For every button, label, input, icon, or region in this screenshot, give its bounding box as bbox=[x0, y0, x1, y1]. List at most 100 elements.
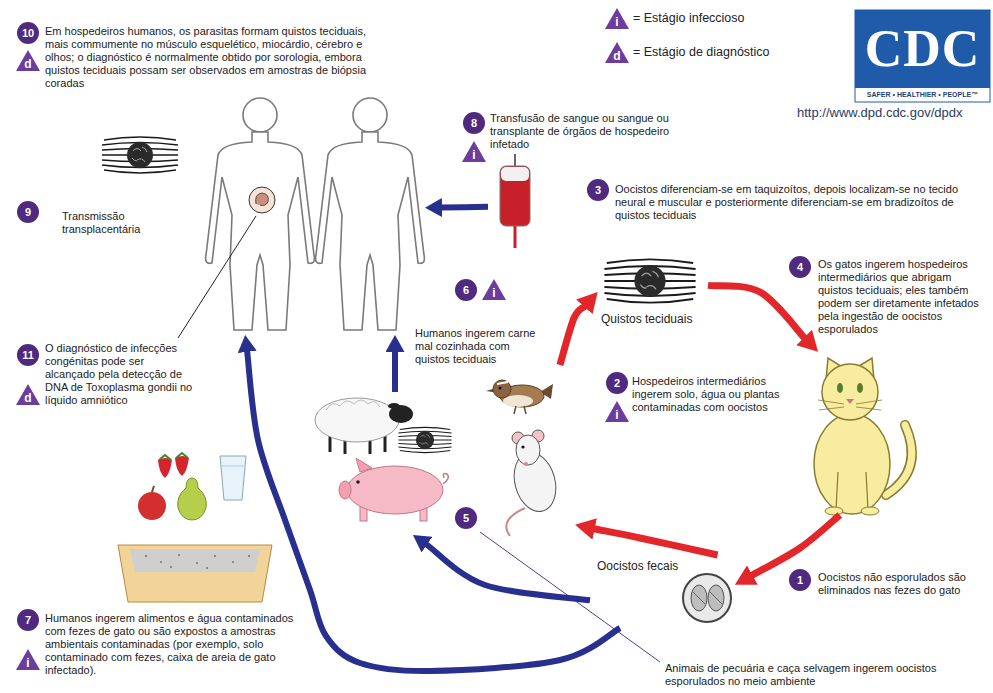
cat bbox=[814, 414, 890, 514]
cdc-logo bbox=[855, 10, 990, 102]
tissue-cyst bbox=[102, 137, 696, 453]
stage-marker: d bbox=[605, 42, 629, 63]
oocyst-group: Oocistos fecais bbox=[590, 555, 735, 628]
mouse bbox=[521, 445, 524, 448]
bird bbox=[503, 395, 533, 407]
pig bbox=[356, 480, 360, 484]
callout-number: 11 bbox=[17, 344, 39, 366]
callout-number: 1 bbox=[789, 569, 811, 591]
stage-marker: i bbox=[16, 649, 40, 670]
oocyst bbox=[683, 574, 731, 622]
tissue-cyst-group: Quistos teciduais bbox=[598, 255, 708, 331]
callout-number: 9 bbox=[17, 201, 39, 223]
cdc-logo bbox=[855, 10, 990, 88]
node-text: Quistos teciduais bbox=[601, 312, 707, 327]
pig bbox=[339, 481, 351, 499]
legend-text: = Estágio infeccioso bbox=[633, 11, 745, 25]
cat bbox=[825, 507, 843, 515]
logo-text: CDC bbox=[855, 14, 990, 84]
sheep bbox=[326, 400, 380, 410]
human-figure bbox=[206, 98, 425, 330]
cat bbox=[822, 364, 878, 420]
legend-entry: = Estágio infeccioso bbox=[633, 11, 745, 26]
mouse bbox=[524, 462, 528, 466]
sheep bbox=[315, 398, 413, 454]
litter-box bbox=[145, 555, 250, 568]
callout-number: 3 bbox=[587, 179, 609, 201]
callout-number: 6 bbox=[455, 279, 477, 301]
food-and-water bbox=[220, 456, 246, 500]
stage-marker: i bbox=[605, 8, 629, 29]
callout-text: Em hospedeiros humanos, os parasitas for… bbox=[45, 25, 370, 90]
stage-marker: i bbox=[482, 279, 506, 300]
transmission-arrow bbox=[441, 204, 488, 211]
pig bbox=[443, 474, 448, 485]
blood-bag bbox=[500, 166, 530, 226]
food-and-water bbox=[178, 478, 207, 520]
stage-marker: d bbox=[16, 384, 40, 405]
cat bbox=[818, 400, 882, 410]
cat bbox=[837, 383, 843, 393]
human-figure bbox=[316, 98, 425, 330]
node-text: Transfusão de sangue ou sangue ou transp… bbox=[490, 112, 702, 151]
sheep bbox=[388, 403, 400, 409]
legend-text: = Estágio de diagnóstico bbox=[633, 45, 770, 59]
bird bbox=[486, 389, 493, 392]
tissue-cyst bbox=[102, 137, 178, 173]
tissue-cyst bbox=[604, 259, 695, 302]
blood-bag bbox=[501, 167, 529, 181]
host-group: Transmissão transplacentária bbox=[55, 95, 425, 335]
callout-number: 7 bbox=[17, 609, 39, 631]
mouse bbox=[506, 508, 525, 536]
url-text: http://www.dpd.cdc.gov/dpdx bbox=[797, 105, 962, 120]
transmission-arrow bbox=[247, 351, 620, 671]
callout-number: 2 bbox=[606, 372, 628, 394]
legend-entry: = Estágio de diagnóstico bbox=[633, 45, 770, 60]
callout-number: 8 bbox=[463, 112, 485, 134]
node-text: Oocistos fecais bbox=[597, 559, 697, 574]
fetus bbox=[249, 187, 275, 213]
mouse bbox=[516, 435, 540, 465]
food-and-water bbox=[222, 466, 244, 467]
cat bbox=[836, 472, 868, 510]
callout-text: Humanos ingerem alimentos e água contami… bbox=[45, 612, 303, 677]
callout-text: O diagnóstico de infecções congénitas po… bbox=[45, 342, 195, 407]
litter-box bbox=[118, 545, 272, 602]
cycle-arrow bbox=[594, 529, 718, 555]
cdc-logo bbox=[855, 10, 990, 102]
callout-number: 10 bbox=[17, 22, 39, 44]
stage-marker: d bbox=[16, 50, 40, 71]
mouse bbox=[506, 430, 562, 536]
sheep bbox=[315, 398, 399, 442]
bird bbox=[497, 382, 508, 384]
callout-text: Oocistos diferenciam-se em taquizoítos, … bbox=[615, 183, 970, 222]
transmission-arrow bbox=[426, 544, 590, 600]
fetus bbox=[249, 187, 275, 213]
node-text: Transmissão transplacentária bbox=[62, 210, 172, 236]
food-and-water bbox=[138, 492, 166, 520]
litter-box bbox=[130, 549, 260, 572]
callout-number: 4 bbox=[789, 256, 811, 278]
cat bbox=[846, 399, 854, 404]
cat bbox=[814, 358, 912, 515]
edge-label: Humanos ingerem carne mal cozinhada com … bbox=[413, 327, 545, 366]
cat bbox=[861, 507, 879, 515]
node-text: Os gatos ingerem hospedeiros intermediár… bbox=[818, 258, 984, 336]
pig bbox=[356, 458, 372, 472]
blood-bag bbox=[500, 154, 530, 248]
livestock-group: 5 bbox=[305, 392, 485, 535]
oocyst bbox=[683, 574, 731, 622]
callout-text: Oocistos não esporulados são eliminados … bbox=[818, 571, 983, 597]
food-and-water bbox=[175, 456, 189, 476]
transmission-arrow bbox=[392, 351, 398, 392]
tissue-cyst bbox=[398, 427, 451, 452]
oocyst bbox=[693, 592, 722, 604]
callout-number: 5 bbox=[455, 507, 477, 529]
litter-box bbox=[118, 545, 272, 602]
cycle-arrow bbox=[752, 515, 840, 576]
pig bbox=[339, 458, 448, 521]
fetus bbox=[256, 193, 269, 206]
blood-bag bbox=[514, 226, 517, 248]
bird bbox=[486, 380, 553, 414]
